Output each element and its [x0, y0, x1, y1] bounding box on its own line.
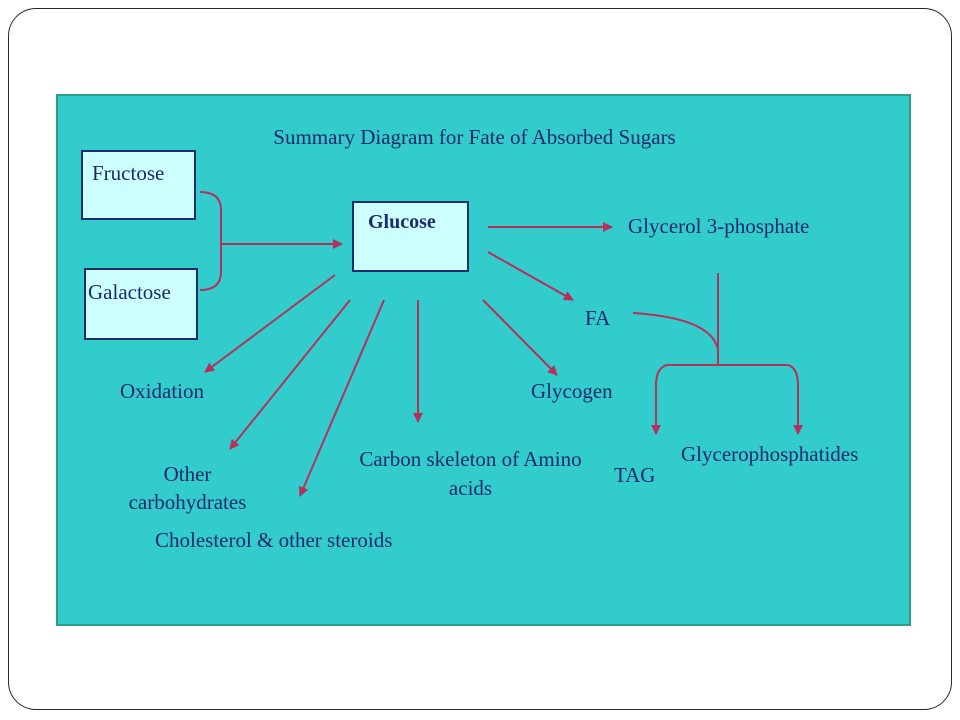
cholesterol-label: Cholesterol & other steroids [155, 528, 393, 552]
glycerophosphatides-label: Glycerophosphatides [681, 442, 859, 466]
glycogen-label: Glycogen [531, 379, 613, 403]
arrow-to-other-carbohydrates [229, 299, 351, 450]
glycerol-3-phosphate-label: Glycerol 3-phosphate [628, 214, 810, 238]
glucose-label: Glucose [368, 211, 436, 233]
galactose-label: Galactose [88, 280, 171, 304]
fa-label: FA [585, 306, 611, 330]
arrow-to-oxidation [204, 274, 336, 373]
oxidation-label: Oxidation [120, 379, 204, 403]
galactose-box [84, 268, 198, 340]
fructose-label: Fructose [92, 161, 165, 185]
fructose-galactose-bracket [199, 191, 222, 291]
diagram-panel [56, 94, 911, 626]
carbon-skeleton-label: Carbon skeleton of Amino acids [359, 447, 582, 501]
arrow-to-glycerophosphatides [787, 364, 803, 435]
fructose-box [81, 150, 196, 220]
arrow-to-cholesterol [298, 299, 385, 497]
diagram-title: Summary Diagram for Fate of Absorbed Sug… [273, 125, 676, 149]
arrow-to-tag [651, 364, 668, 435]
arrow-to-fa [487, 251, 574, 301]
other-carbohydrates-label: Other carbohydrates [128, 462, 247, 515]
arrow-to-glycogen [482, 299, 558, 376]
fa-curve [632, 312, 719, 351]
tag-label: TAG [614, 463, 656, 487]
glucose-box [352, 201, 469, 272]
